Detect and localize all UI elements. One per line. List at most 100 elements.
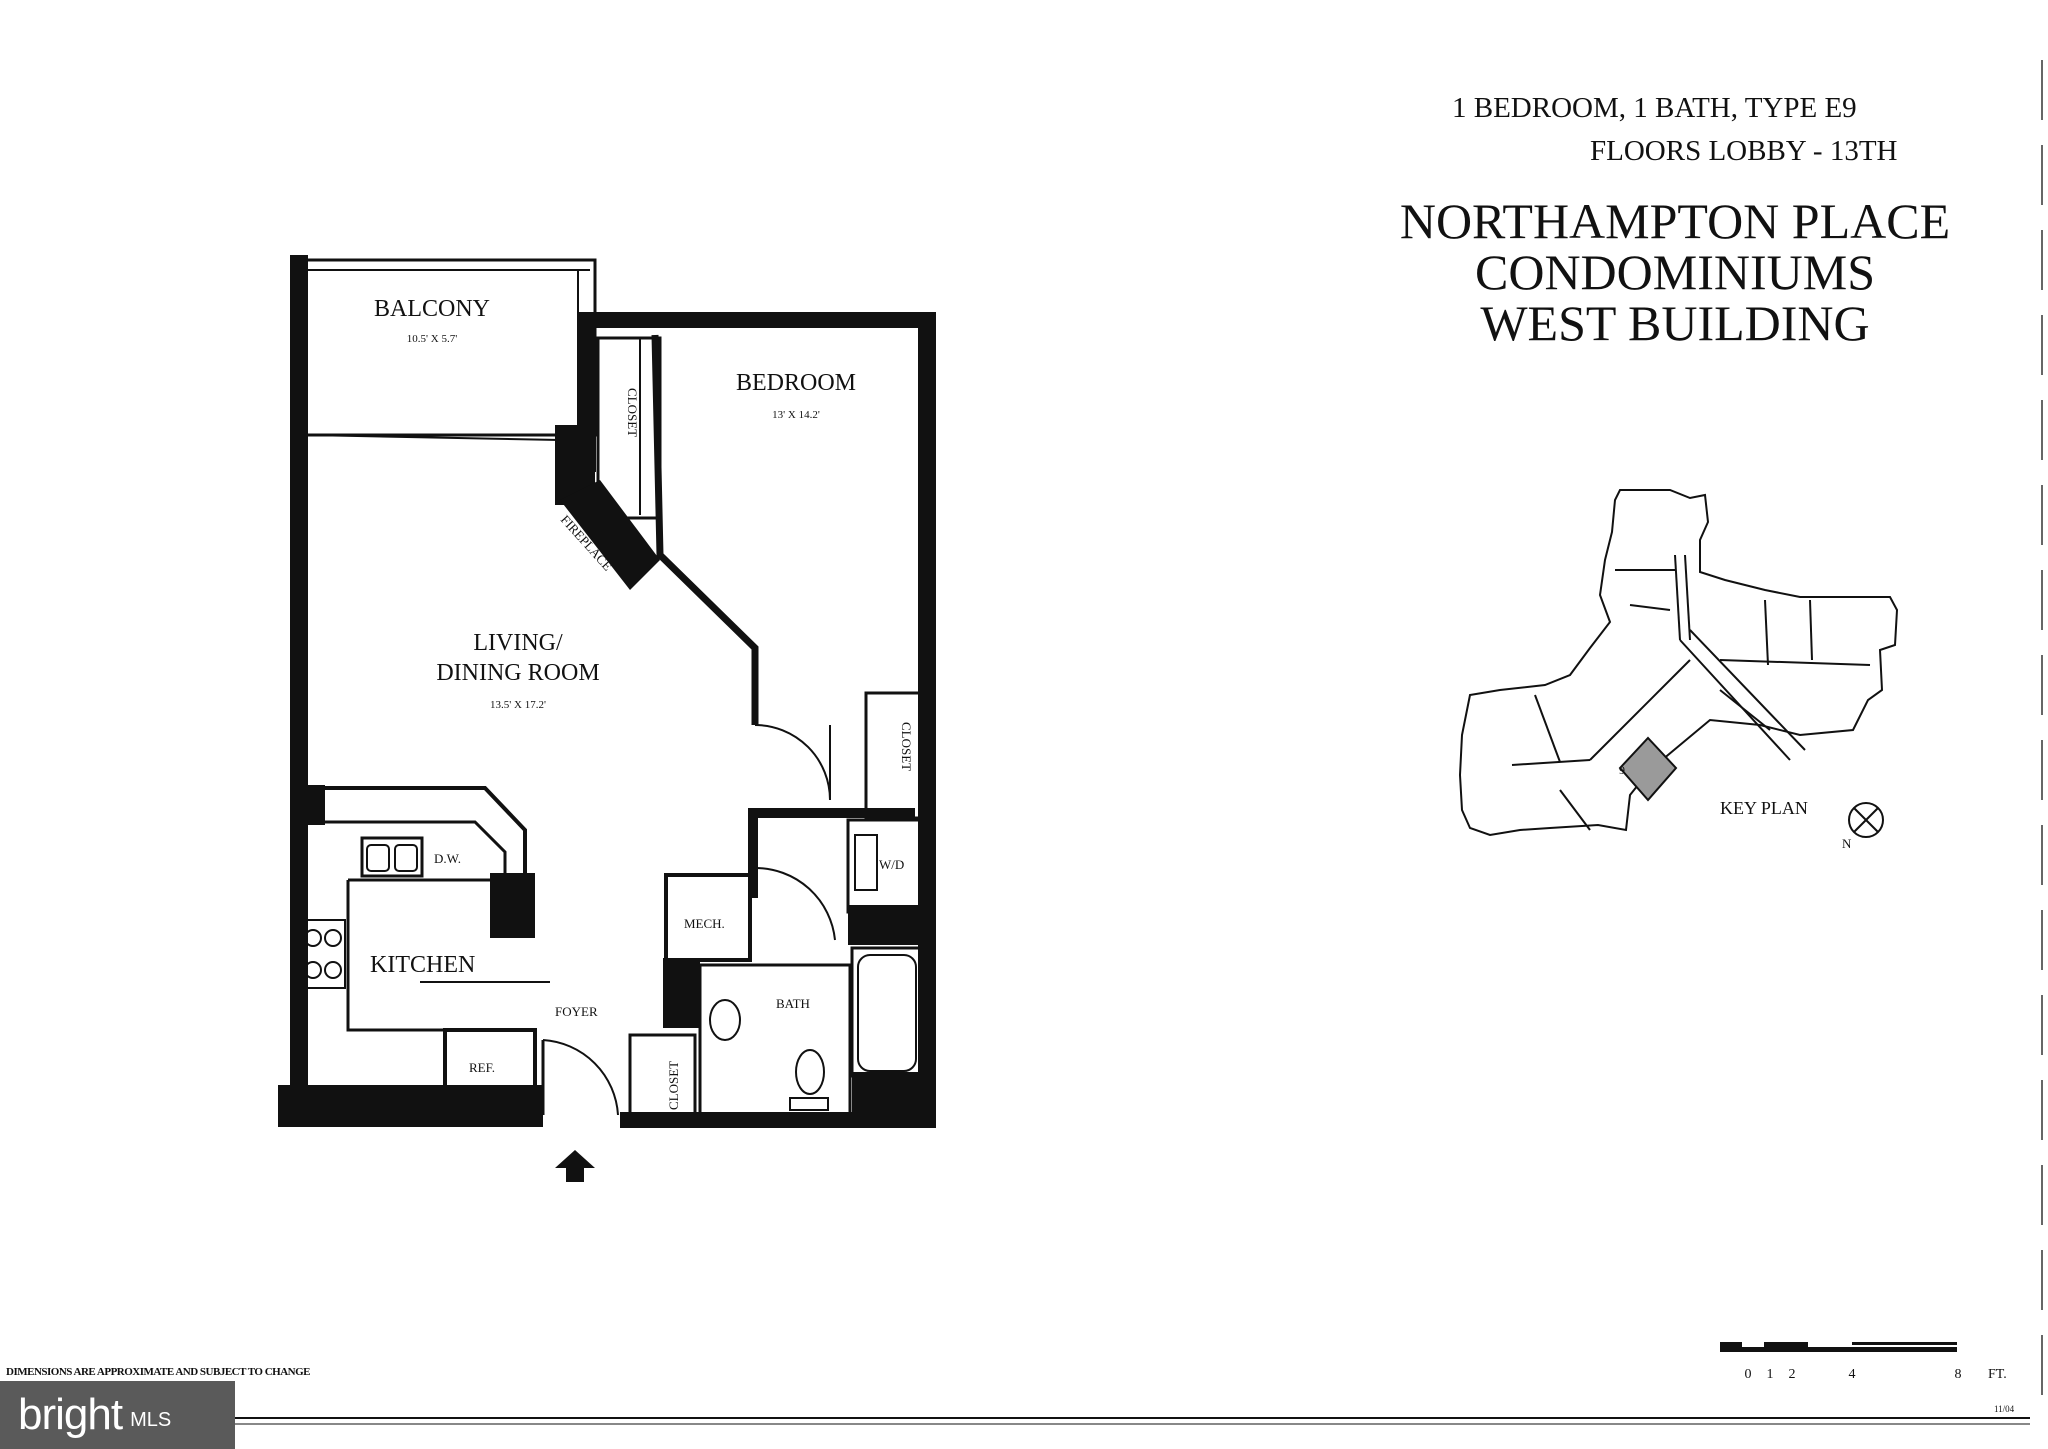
foyer-closet (628, 1033, 697, 1119)
balcony-slider (307, 434, 561, 441)
unit-type-title: 1 BEDROOM, 1 BATH, TYPE E9 (1452, 92, 1857, 124)
scale-unit: FT. (1988, 1367, 2007, 1382)
floor-plan (278, 255, 936, 1182)
bath-sink (709, 999, 741, 1041)
project-name-line-2: CONDOMINIUMS (1474, 244, 1876, 300)
scale-segment-5-top (1852, 1342, 1957, 1345)
kitchen-label: KITCHEN (370, 952, 475, 978)
burner-4 (324, 961, 342, 979)
key-plan-corridor-3 (1511, 759, 1591, 766)
key-plan-unit-highlight (1618, 736, 1678, 802)
scale-segment-1 (1720, 1342, 1742, 1352)
bathtub-inner (857, 954, 917, 1072)
mech-wall (663, 958, 700, 1028)
key-plan-corridor-5 (1719, 659, 1871, 666)
kitchen-sink (360, 836, 424, 878)
dishwasher-label: D.W. (434, 851, 461, 866)
bath-top-wall (755, 808, 915, 818)
sink-bowl-left (366, 844, 390, 872)
kitchen-island (346, 880, 445, 1032)
project-name-line-3: WEST BUILDING (1480, 295, 1870, 351)
foyer-label: FOYER (555, 1004, 598, 1019)
foyer-closet-label: CLOSET (666, 1061, 681, 1110)
mech-label: MECH. (684, 916, 725, 931)
key-plan-division-3 (1764, 599, 1769, 666)
key-plan-division-6 (1559, 789, 1591, 831)
key-plan-corridor-2b (1689, 629, 1806, 751)
bath-door-arc (754, 866, 836, 941)
right-outer-wall (918, 315, 936, 1127)
kitchen-wall-block (295, 785, 325, 825)
brightmls-watermark: bright MLS (0, 1381, 235, 1449)
key-plan-corridor-1 (1674, 554, 1681, 641)
watermark-sub: MLS (130, 1408, 172, 1431)
bath-room (698, 963, 852, 1117)
scale-tick-4: 4 (1849, 1367, 1856, 1382)
key-plan-corridor-4 (1589, 659, 1691, 761)
footer-disclaimer: DIMENSIONS ARE APPROXIMATE AND SUBJECT T… (6, 1366, 311, 1378)
scale-bar (1720, 1342, 1957, 1352)
washer-dryer-label: W/D (879, 857, 904, 872)
entry-arrow-icon (555, 1150, 595, 1182)
scale-tick-1: 1 (1767, 1367, 1774, 1382)
sink-bowl-right (394, 844, 418, 872)
bedroom-closet-label: CLOSET (625, 388, 640, 437)
interior-wall-lower (748, 808, 758, 898)
key-plan-division-7 (1719, 689, 1771, 731)
bath-label: BATH (776, 996, 810, 1011)
kitchen-upper-counter (325, 786, 527, 878)
mech-closet (664, 873, 752, 962)
corner-code: 11/04 (1994, 1404, 2015, 1414)
scale-tick-8: 8 (1955, 1367, 1962, 1382)
kitchen-counter-edge (325, 820, 507, 878)
key-plan-label: KEY PLAN (1720, 798, 1808, 818)
bath-toilet (795, 1049, 825, 1095)
bedroom-label: BEDROOM (736, 370, 856, 396)
bedroom-closet-2-label: CLOSET (899, 722, 914, 771)
key-plan-division-5 (1534, 694, 1561, 763)
north-arrow-icon (1848, 802, 1884, 838)
scale-segment-5 (1852, 1347, 1957, 1352)
burner-2 (324, 929, 342, 947)
key-plan (1458, 489, 1899, 838)
entry-door-arc (542, 1039, 619, 1116)
top-bedroom-wall (578, 312, 936, 328)
key-plan-corridor-2 (1679, 639, 1791, 761)
scale-segment-2 (1742, 1347, 1764, 1352)
toilet-tank (789, 1097, 829, 1111)
living-label-line-1: LIVING/ (473, 630, 563, 656)
washer-dryer-unit (854, 834, 878, 891)
refrigerator-label: REF. (469, 1060, 495, 1075)
living-label-line-2: DINING ROOM (436, 660, 599, 686)
refrigerator (443, 1028, 537, 1090)
burner-3 (304, 961, 322, 979)
scale-tick-0: 0 (1745, 1367, 1752, 1382)
kitchen-pantry-block (490, 873, 535, 938)
key-plan-division-1 (1629, 604, 1671, 611)
watermark-main: bright (18, 1390, 123, 1439)
key-plan-corridor-1b (1684, 554, 1691, 641)
north-arrow-cross-2 (1853, 807, 1879, 833)
bedroom-door-arc (754, 724, 831, 801)
bottom-wall-left (278, 1085, 543, 1127)
bedroom-dims: 13' X 14.2' (772, 409, 820, 421)
key-plan-unit-marker: 9 (1619, 763, 1625, 777)
living-dims: 13.5' X 17.2' (490, 699, 546, 711)
bathtub (850, 946, 924, 1078)
key-plan-outline (1458, 489, 1899, 837)
project-name-line-1: NORTHAMPTON PLACE (1399, 193, 1951, 249)
fireplace-hearth (560, 480, 660, 590)
wd-wall (848, 905, 920, 945)
left-outer-wall (290, 255, 308, 1125)
floors-subtitle: FLOORS LOBBY - 13TH (1590, 135, 1898, 167)
balcony-dims: 10.5' X 5.7' (407, 333, 457, 345)
range (299, 919, 346, 989)
burner-1 (304, 929, 322, 947)
scale-segment-3 (1764, 1342, 1808, 1352)
scale-tick-2: 2 (1789, 1367, 1796, 1382)
key-plan-division-4 (1809, 599, 1813, 661)
balcony-label: BALCONY (374, 296, 490, 322)
bedroom-angled-wall (651, 334, 759, 725)
balcony-outline (293, 258, 597, 437)
